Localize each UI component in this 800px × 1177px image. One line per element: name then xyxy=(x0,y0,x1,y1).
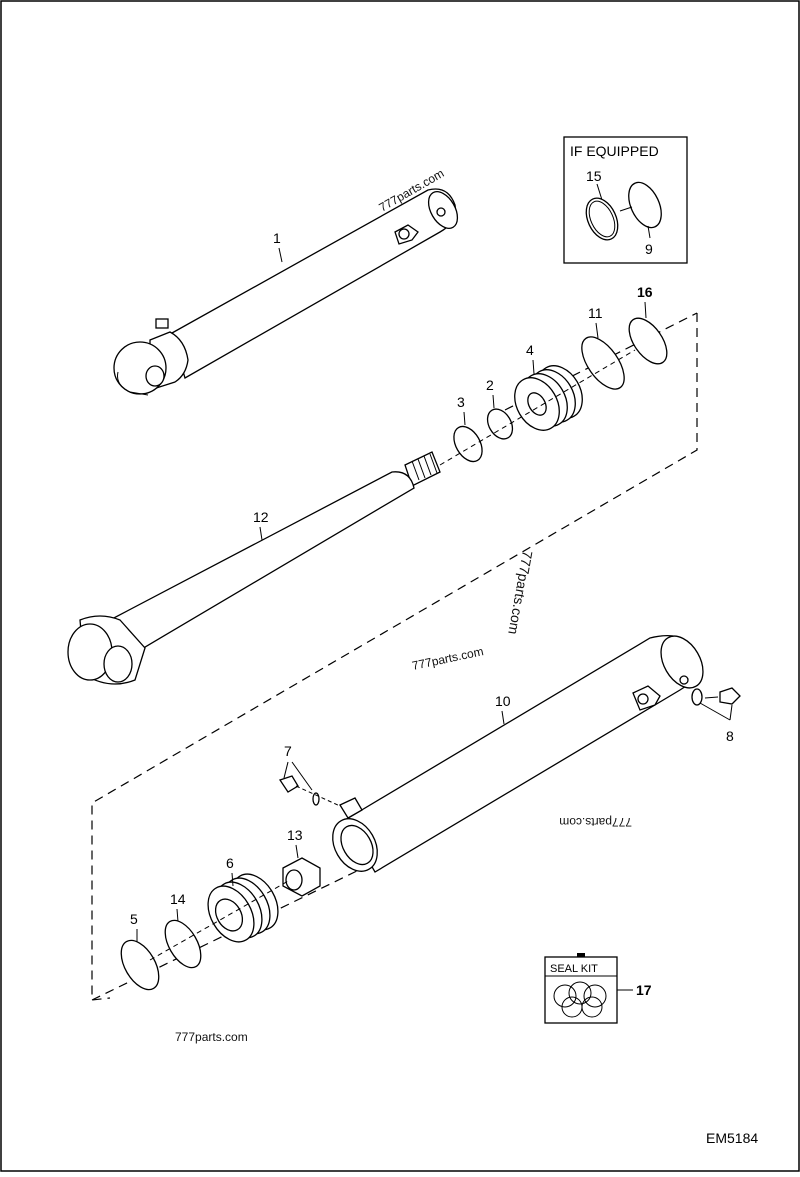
callout-4: 4 xyxy=(526,342,534,358)
ring-16 xyxy=(628,317,668,365)
part-12-rod: 12 xyxy=(67,451,441,685)
part-7-fitting: 7 xyxy=(278,743,341,807)
oring-11 xyxy=(581,336,625,390)
callout-13: 13 xyxy=(287,827,303,843)
figure-code: EM5184 xyxy=(706,1130,758,1146)
watermark-4: 777parts.com xyxy=(559,815,632,829)
callout-10: 10 xyxy=(495,693,511,709)
part-13-nut: 13 xyxy=(282,827,321,897)
assembly-outline xyxy=(91,313,698,1001)
watermark-3: 777parts.com xyxy=(411,644,485,673)
ring-15 xyxy=(585,197,619,241)
part-6-gland: 6 xyxy=(207,855,279,943)
callout-16: 16 xyxy=(637,284,653,300)
part-1-barrel-top: 1 xyxy=(113,188,459,396)
callout-11: 11 xyxy=(588,305,603,321)
ring-2 xyxy=(486,408,514,440)
part-8-fitting: 8 xyxy=(691,687,741,744)
callout-8: 8 xyxy=(726,728,734,744)
if-equipped-box: IF EQUIPPED 15 9 xyxy=(563,136,688,264)
callout-2: 2 xyxy=(486,377,494,393)
callout-17: 17 xyxy=(636,982,652,998)
callout-6: 6 xyxy=(226,855,234,871)
watermark-2: 777parts.com xyxy=(505,549,535,635)
callout-15: 15 xyxy=(586,168,602,184)
if-equipped-title: IF EQUIPPED xyxy=(570,143,659,159)
callout-14: 14 xyxy=(170,891,186,907)
callout-3: 3 xyxy=(457,394,465,410)
ring-5 xyxy=(120,939,160,991)
callout-5: 5 xyxy=(130,911,138,927)
oring-9 xyxy=(628,181,662,229)
callout-9: 9 xyxy=(645,241,653,257)
watermark-5: 777parts.com xyxy=(175,1030,248,1044)
oring-14 xyxy=(164,919,202,969)
seal-kit-box: SEAL KIT 17 xyxy=(544,953,652,1024)
seal-kit-title: SEAL KIT xyxy=(550,963,598,975)
part-10-barrel-bottom: 10 xyxy=(332,634,704,873)
ring-3 xyxy=(453,425,483,463)
callout-7: 7 xyxy=(284,743,292,759)
callout-1: 1 xyxy=(273,230,281,246)
callout-12: 12 xyxy=(253,509,269,525)
part-4-piston xyxy=(514,365,583,431)
